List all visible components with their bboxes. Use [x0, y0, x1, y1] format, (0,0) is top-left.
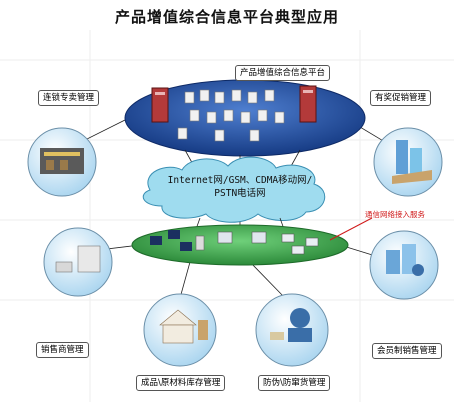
platform-label: 产品增值综合信息平台 [235, 65, 331, 81]
label-promotion: 有奖促销管理 [370, 90, 432, 106]
network-label-line-2: PSTN电话网 [214, 188, 266, 199]
lan-devices [150, 230, 319, 255]
label-chain-store: 连锁专卖管理 [38, 90, 100, 106]
node-anti-counterfeit[interactable] [255, 293, 329, 367]
node-inventory[interactable] [143, 293, 217, 367]
workstation-grid [177, 89, 285, 142]
access-service-label: 通信网络接入服务 [365, 210, 425, 219]
label-anti-counterfeit: 防伪\防窜货管理 [258, 375, 331, 391]
node-chain-store[interactable] [27, 127, 97, 197]
label-dealer: 销售商管理 [36, 342, 89, 358]
node-dealer[interactable] [43, 227, 113, 297]
server-racks [151, 85, 317, 123]
network-cloud [142, 156, 326, 223]
node-promotion[interactable] [373, 127, 443, 197]
network-cloud-label: Internet网/GSM、CDMA移动网/ PSTN电话网 [150, 174, 330, 200]
label-member: 会员制销售管理 [372, 343, 442, 359]
access-pointer-line [329, 217, 373, 241]
network-label-line-1: Internet网/GSM、CDMA移动网/ [167, 175, 313, 186]
node-member[interactable] [369, 230, 439, 300]
diagram-title: 产品增值综合信息平台典型应用 [114, 8, 339, 26]
label-inventory: 成品\原材料库存管理 [136, 375, 226, 391]
